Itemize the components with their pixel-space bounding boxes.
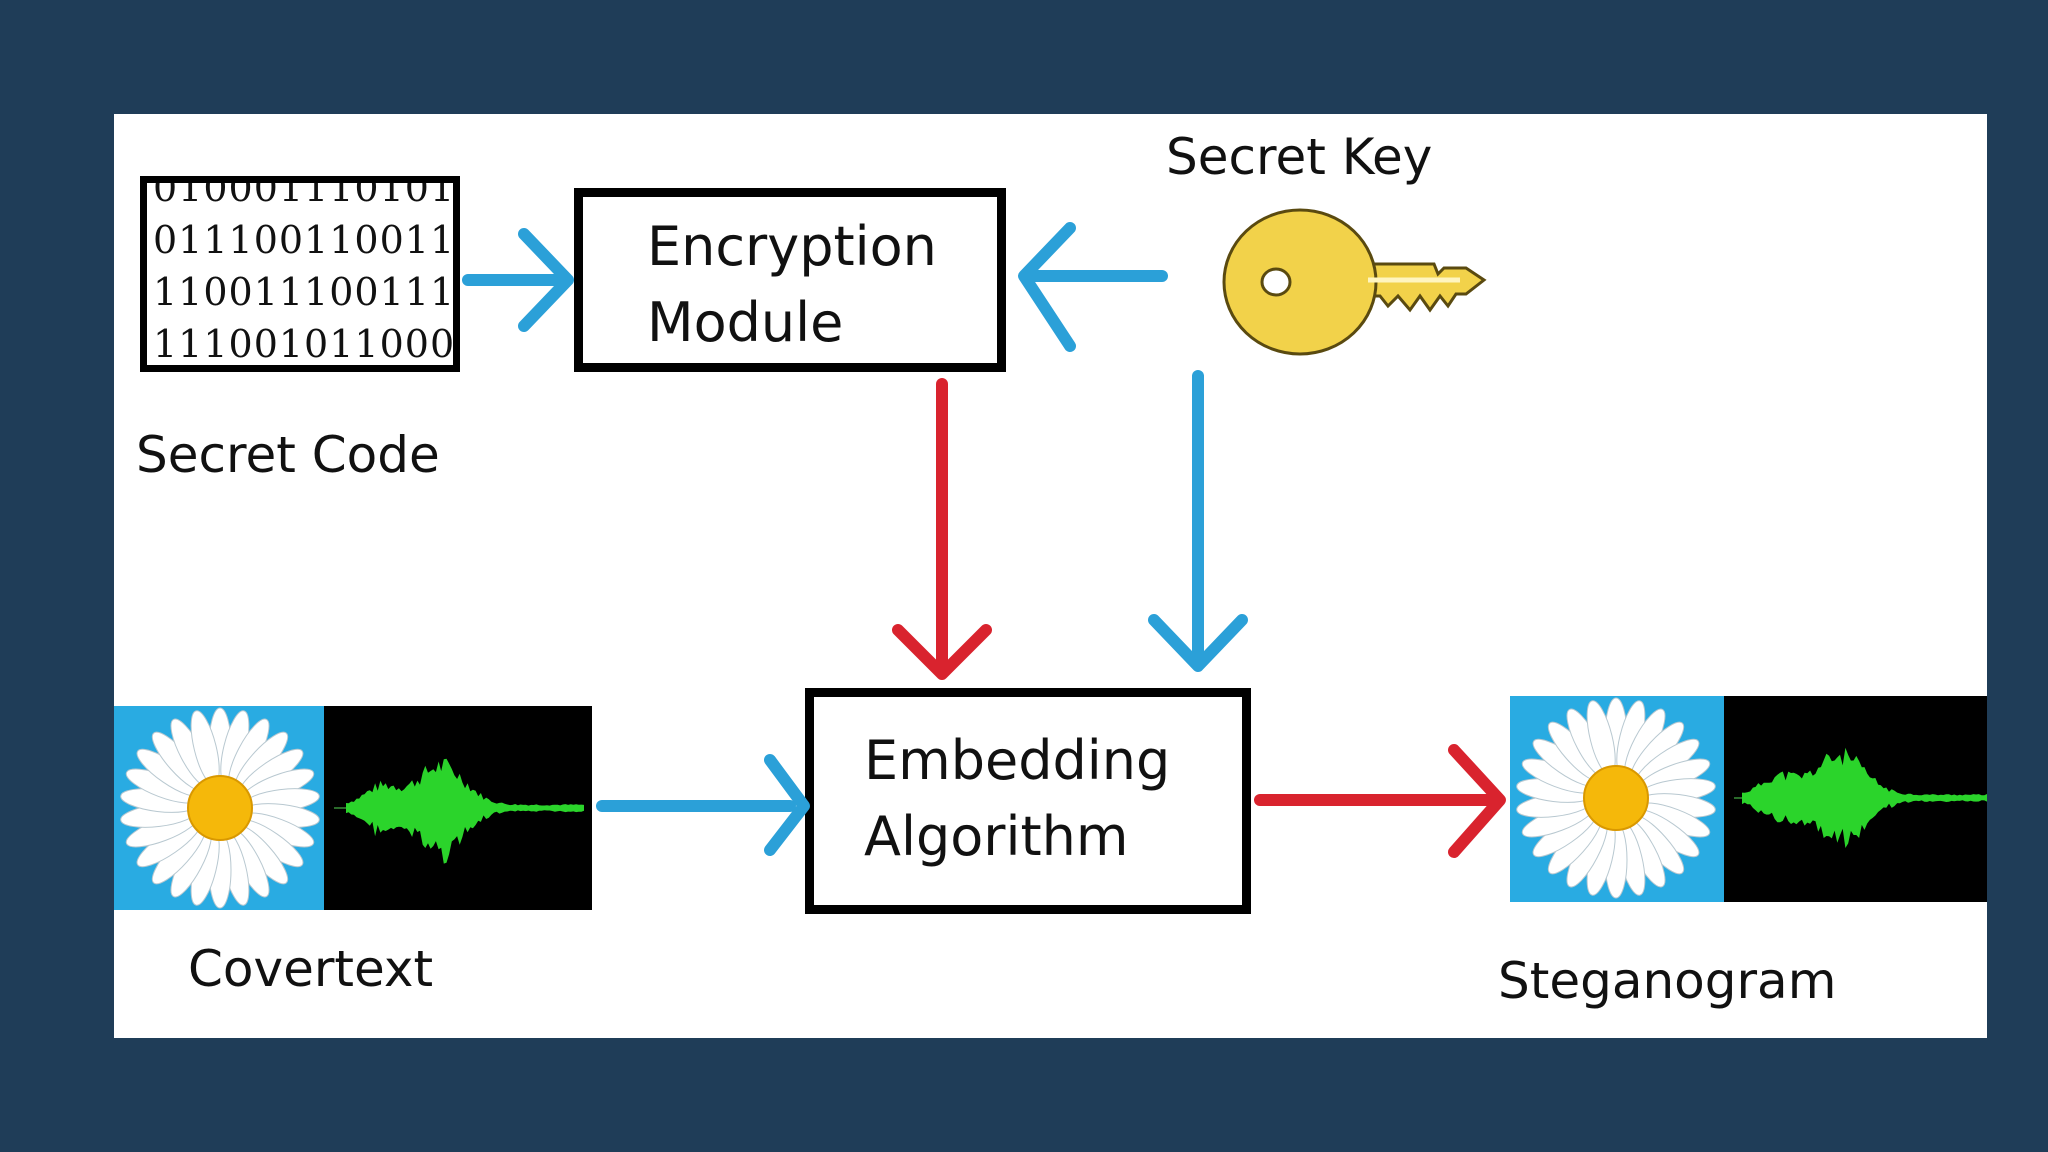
arrow-key-to-encryption	[1018, 222, 1168, 352]
steganogram-image	[1510, 696, 1987, 902]
encryption-module-line2: Module	[647, 291, 844, 354]
arrow-covertext-to-embedding	[596, 754, 810, 856]
secret-code-binary: 010001110101 011100110011 110011100111 1…	[140, 176, 460, 372]
embedding-algorithm-box: Embedding Algorithm	[805, 688, 1251, 914]
binary-line: 111001011000	[153, 322, 456, 366]
daisy-center	[1583, 765, 1649, 831]
daisy-center	[187, 775, 253, 841]
binary-line: 011100110011	[153, 218, 456, 262]
embedding-algorithm-line1: Embedding	[864, 729, 1171, 792]
arrow-embedding-to-steganogram	[1254, 744, 1506, 858]
audio-waveform	[1742, 747, 1987, 848]
diagram-graphics	[114, 208, 1987, 910]
arrow-encryption-to-embedding	[892, 378, 992, 680]
binary-line: 010001110101	[153, 176, 456, 210]
diagram-panel: 010001110101 011100110011 110011100111 1…	[114, 114, 1987, 1038]
encryption-module-line1: Encryption	[647, 215, 937, 278]
covertext-label: Covertext	[188, 940, 434, 998]
audio-waveform	[346, 758, 584, 864]
binary-line: 110011100111	[153, 270, 456, 314]
daisy-icon	[120, 707, 320, 909]
key-icon	[1222, 208, 1487, 356]
secret-code-label: Secret Code	[136, 426, 440, 484]
arrow-key-to-embedding	[1148, 370, 1248, 672]
steganogram-label: Steganogram	[1498, 952, 1837, 1010]
covertext-image	[114, 706, 592, 910]
secret-key-label: Secret Key	[1166, 128, 1433, 186]
arrow-code-to-encryption	[462, 228, 574, 332]
daisy-icon	[1516, 697, 1716, 899]
encryption-module-box: Encryption Module	[574, 188, 1006, 372]
embedding-algorithm-line2: Algorithm	[864, 805, 1129, 868]
